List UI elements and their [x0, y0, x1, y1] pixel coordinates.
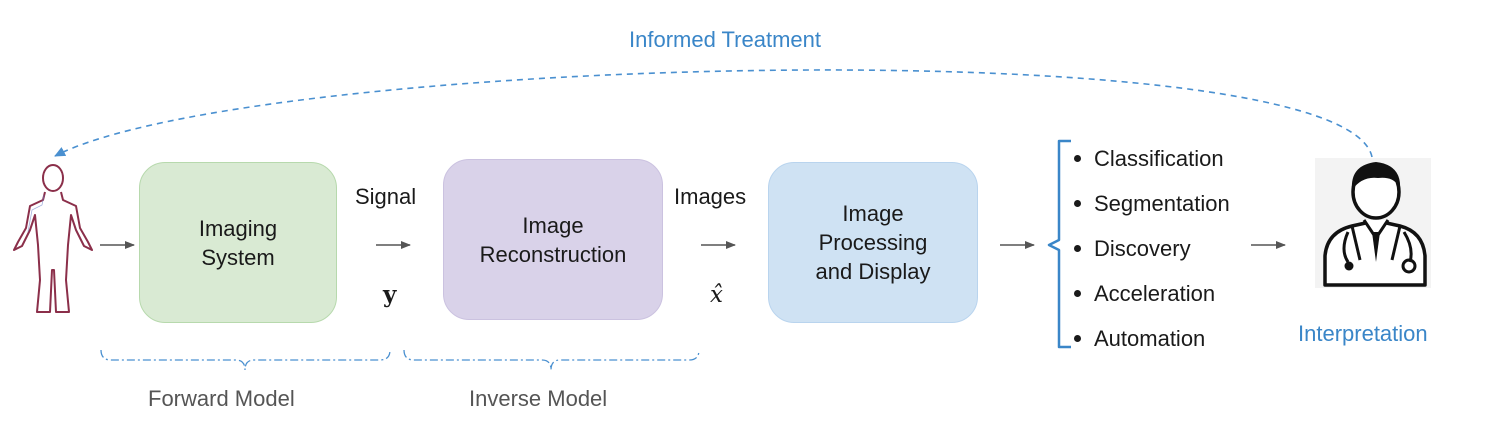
bullet-icon: [1074, 155, 1081, 162]
inverse-model-label: Inverse Model: [469, 386, 608, 411]
signal-symbol: y: [383, 281, 397, 308]
list-item: Discovery: [1074, 226, 1230, 271]
bullet-icon: [1074, 335, 1081, 342]
informed-treatment-label: Informed Treatment: [629, 27, 821, 52]
human-body-outline-icon: [13, 164, 93, 313]
image-processing-box: Image Processing and Display: [768, 162, 978, 323]
list-item: Automation: [1074, 316, 1230, 361]
list-item: Classification: [1074, 136, 1230, 181]
inverse-model-bracket: [403, 349, 700, 371]
imaging-system-box: Imaging System: [139, 162, 337, 323]
bullet-icon: [1074, 200, 1081, 207]
image-processing-label: Image Processing and Display: [815, 201, 931, 284]
forward-model-bracket: [100, 349, 391, 371]
images-symbol: x̂: [710, 282, 723, 308]
task-list: Classification Segmentation Discovery Ac…: [1074, 136, 1230, 361]
interpretation-label: Interpretation: [1298, 321, 1428, 346]
tasks-bracket: [1047, 139, 1071, 349]
list-item: Acceleration: [1074, 271, 1230, 316]
bullet-icon: [1074, 245, 1081, 252]
signal-label: Signal: [355, 184, 417, 209]
image-reconstruction-label: Image Reconstruction: [479, 212, 627, 267]
images-label: Images: [674, 184, 747, 209]
list-item: Segmentation: [1074, 181, 1230, 226]
image-reconstruction-box: Image Reconstruction: [443, 159, 663, 320]
imaging-system-label: Imaging System: [198, 215, 278, 270]
forward-model-label: Forward Model: [148, 386, 295, 411]
bullet-icon: [1074, 290, 1081, 297]
doctor-icon: [1315, 158, 1431, 288]
